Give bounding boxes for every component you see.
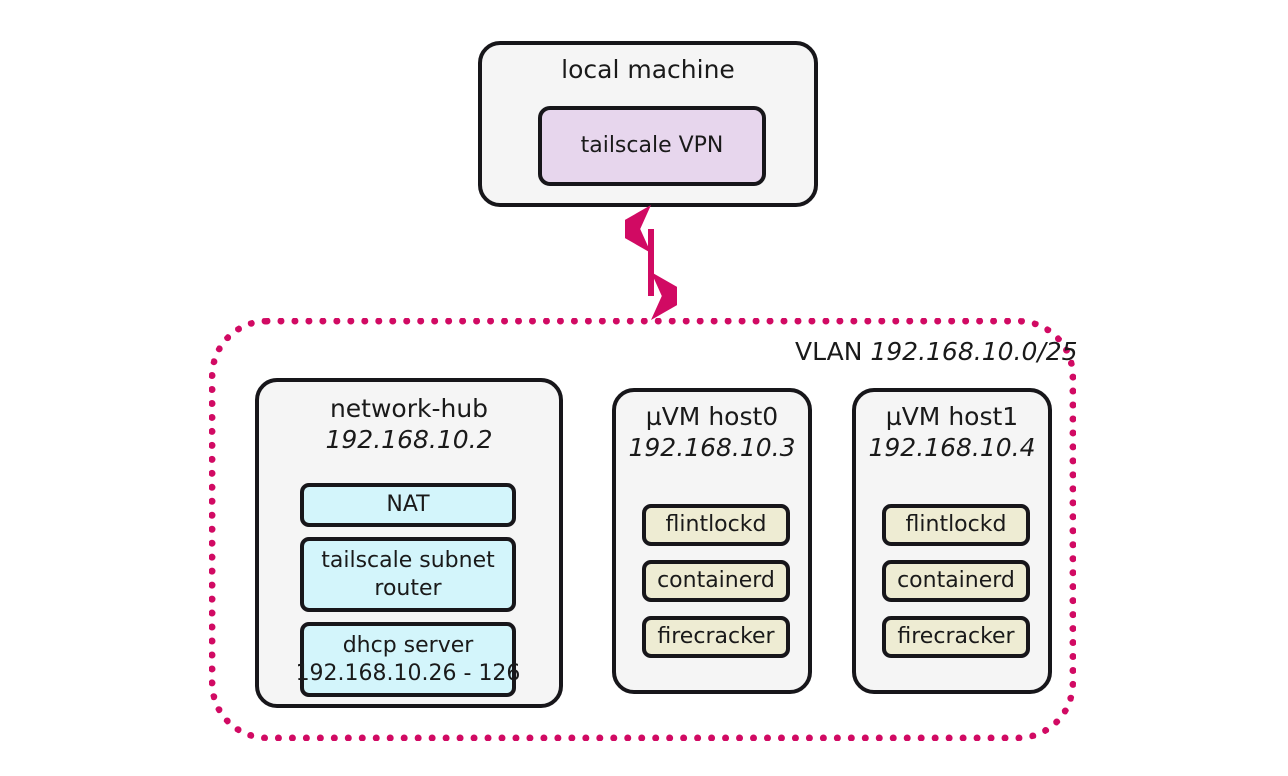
network-hub-title: network-hub xyxy=(329,394,489,423)
uvm-host0-node: µVM host0 192.168.10.3 flintlockd contai… xyxy=(612,388,812,694)
service-nat: NAT xyxy=(300,483,516,527)
host1-service-flintlockd-label: flintlockd xyxy=(905,512,1007,537)
service-tailscale-subnet-router: tailscale subnet router xyxy=(300,537,516,612)
host1-service-containerd: containerd xyxy=(882,560,1030,602)
host1-service-firecracker: firecracker xyxy=(882,616,1030,658)
host1-service-firecracker-label: firecracker xyxy=(897,624,1015,649)
host0-service-containerd: containerd xyxy=(642,560,790,602)
vlan-cidr: 192.168.10.0/25 xyxy=(870,337,1078,366)
host0-service-containerd-label: containerd xyxy=(657,568,775,593)
local-machine-node: local machine tailscale VPN xyxy=(478,41,818,207)
host1-service-containerd-label: containerd xyxy=(897,568,1015,593)
tailscale-vpn-node: tailscale VPN xyxy=(538,106,766,186)
service-dhcp-server: dhcp server 192.168.10.26 - 126 xyxy=(296,622,520,697)
uvm-host1-ip: 192.168.10.4 xyxy=(868,433,1036,462)
network-hub-node: network-hub 192.168.10.2 NAT tailscale s… xyxy=(255,378,563,708)
host1-service-flintlockd: flintlockd xyxy=(882,504,1030,546)
vpn-link-double-arrow-icon xyxy=(625,205,677,320)
tailscale-vpn-label: tailscale VPN xyxy=(580,133,724,158)
service-tailscale-subnet-router-label-line2: router xyxy=(374,575,442,601)
vlan-label-prefix: VLAN xyxy=(795,337,871,366)
host0-service-firecracker-label: firecracker xyxy=(657,624,775,649)
service-tailscale-subnet-router-label-line1: tailscale subnet xyxy=(321,547,495,573)
uvm-host0-title: µVM host0 xyxy=(645,402,779,431)
local-machine-title: local machine xyxy=(561,55,735,84)
network-hub-ip: 192.168.10.2 xyxy=(325,425,493,454)
vlan-boundary xyxy=(209,318,1076,741)
host0-service-firecracker: firecracker xyxy=(642,616,790,658)
uvm-host1-node: µVM host1 192.168.10.4 flintlockd contai… xyxy=(852,388,1052,694)
uvm-host0-ip: 192.168.10.3 xyxy=(628,433,796,462)
host0-service-flintlockd: flintlockd xyxy=(642,504,790,546)
uvm-host1-title: µVM host1 xyxy=(885,402,1019,431)
service-dhcp-server-label: dhcp server xyxy=(342,632,474,658)
host0-service-flintlockd-label: flintlockd xyxy=(665,512,767,537)
service-nat-label: NAT xyxy=(386,492,430,517)
vlan-label: VLAN 192.168.10.0/25 xyxy=(795,337,1078,367)
service-dhcp-server-range: 192.168.10.26 - 126 xyxy=(295,660,521,686)
